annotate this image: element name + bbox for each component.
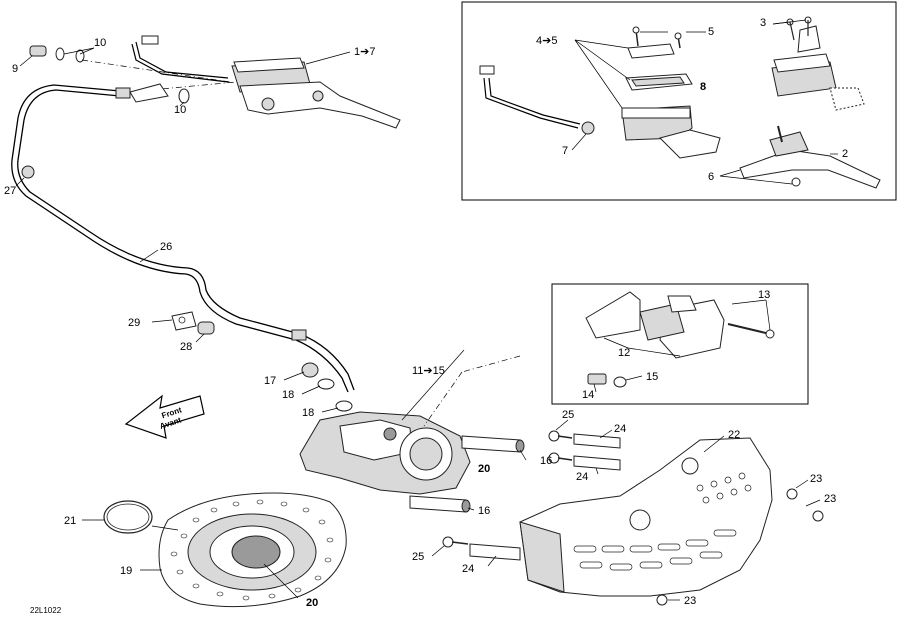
disc-guard xyxy=(431,419,824,606)
callout-21: 21 xyxy=(64,515,76,527)
callout-1-7: 1➔7 xyxy=(354,46,375,58)
callout-20: 20 xyxy=(478,463,490,475)
callout-19: 19 xyxy=(120,565,132,577)
callout-15: 15 xyxy=(646,371,658,383)
callout-23: 23 xyxy=(810,473,822,485)
callout-24: 24 xyxy=(576,471,588,483)
brake-disc xyxy=(82,492,347,608)
inset-brake-pads xyxy=(551,283,809,405)
callout-16: 16 xyxy=(478,505,490,517)
callout-20: 20 xyxy=(306,597,318,609)
leader-lines xyxy=(15,47,527,511)
callout-23: 23 xyxy=(824,493,836,505)
callout-24: 24 xyxy=(462,563,474,575)
inset-master-cylinder xyxy=(461,1,897,201)
callout-10: 10 xyxy=(94,37,106,49)
callout-4-5: 4➔5 xyxy=(536,35,557,47)
callout-14: 14 xyxy=(582,389,594,401)
callout-5: 5 xyxy=(708,26,714,38)
callout-29: 29 xyxy=(128,317,140,329)
callout-2: 2 xyxy=(842,148,848,160)
callout-18: 18 xyxy=(302,407,314,419)
clip-29-28 xyxy=(151,311,215,343)
callout-3: 3 xyxy=(760,17,766,29)
callout-17: 17 xyxy=(264,375,276,387)
callout-10: 10 xyxy=(174,104,186,116)
master-cylinder-main xyxy=(29,35,401,129)
diagram-code: 22L1022 xyxy=(30,606,62,615)
callout-labels: 9 10 10 1➔7 27 26 29 28 17 18 18 11➔15 1… xyxy=(4,17,848,615)
callout-8: 8 xyxy=(700,81,706,93)
callout-18: 18 xyxy=(282,389,294,401)
callout-27: 27 xyxy=(4,185,16,197)
callout-25: 25 xyxy=(562,409,574,421)
callout-22: 22 xyxy=(728,429,740,441)
callout-13: 13 xyxy=(758,289,770,301)
callout-23: 23 xyxy=(684,595,696,607)
callout-9: 9 xyxy=(12,63,18,75)
brake-line xyxy=(11,83,355,393)
callout-24: 24 xyxy=(614,423,626,435)
callout-16: 16 xyxy=(540,455,552,467)
callout-25: 25 xyxy=(412,551,424,563)
callout-11-15: 11➔15 xyxy=(412,365,445,377)
callout-12: 12 xyxy=(618,347,630,359)
front-arrow xyxy=(124,394,205,439)
callout-7: 7 xyxy=(562,145,568,157)
callout-28: 28 xyxy=(180,341,192,353)
callout-6: 6 xyxy=(708,171,714,183)
callout-26: 26 xyxy=(160,241,172,253)
caliper xyxy=(299,349,525,513)
